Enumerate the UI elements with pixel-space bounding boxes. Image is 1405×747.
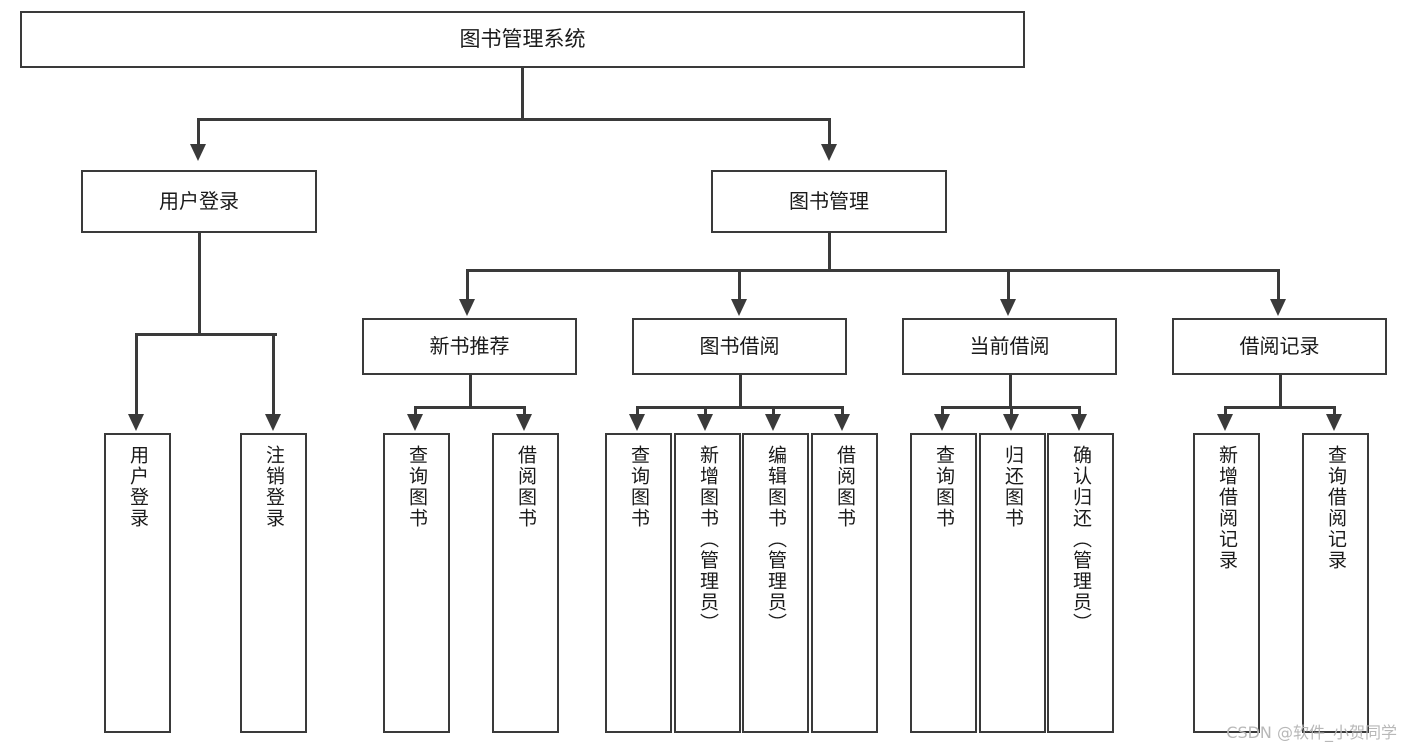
connector-drop-leaf-book-borrow-3 [772,406,775,417]
node-label: 图书管理 [789,189,869,213]
connector-borrow-record-bar [1224,406,1335,409]
connector-drop-leaf-current-borrow-1 [941,406,944,417]
node-label: 图书管理系统 [459,27,586,52]
node-book-management[interactable]: 图书管理 [711,170,947,233]
node-leaf-confirm-return-admin[interactable]: 确认归还（管理员） [1047,433,1114,733]
node-leaf-logout[interactable]: 注销登录 [240,433,307,733]
arrow-leaf-user-login-1 [128,414,144,431]
arrow-book-borrow [731,299,747,316]
node-label: 确认归还（管理员） [1070,445,1092,634]
node-label: 新增图书（管理员） [697,445,719,634]
node-label: 用户登录 [159,189,239,213]
node-new-book-recommend[interactable]: 新书推荐 [362,318,577,375]
node-leaf-search-borrow-record[interactable]: 查询借阅记录 [1302,433,1369,733]
node-label: 归还图书 [1002,445,1024,529]
node-label: 编辑图书（管理员） [765,445,787,634]
node-label: 新书推荐 [429,334,510,358]
node-label: 借阅图书 [834,445,856,529]
connector-book-manage-stem [828,233,831,271]
node-leaf-search-book[interactable]: 查询图书 [605,433,672,733]
node-label: 查询图书 [628,445,650,529]
node-root-system[interactable]: 图书管理系统 [20,11,1025,68]
arrow-leaf-current-borrow-2 [1003,414,1019,431]
arrow-leaf-book-borrow-1 [629,414,645,431]
connector-level3-bar [466,269,1279,272]
arrow-leaf-book-borrow-3 [765,414,781,431]
node-book-borrow[interactable]: 图书借阅 [632,318,847,375]
connector-current-borrow-stem [1009,375,1012,408]
arrow-leaf-borrow-record-1 [1217,414,1233,431]
connector-drop-leaf-book-borrow-4 [841,406,844,417]
connector-drop-leaf-user-login-2 [272,333,275,414]
arrow-borrow-record [1270,299,1286,316]
node-label: 新增借阅记录 [1216,445,1238,571]
connector-root-stem [521,68,524,120]
node-borrow-record[interactable]: 借阅记录 [1172,318,1387,375]
connector-drop-leaf-borrow-record-2 [1333,406,1336,417]
connector-drop-leaf-borrow-record-1 [1224,406,1227,417]
arrow-user-login [190,144,206,161]
node-leaf-search-book-current[interactable]: 查询图书 [910,433,977,733]
connector-drop-leaf-current-borrow-2 [1010,406,1013,417]
connector-drop-leaf-new-book-2 [523,406,526,417]
node-label: 注销登录 [263,445,285,529]
connector-drop-book-borrow [738,269,741,299]
connector-level2-bar [197,118,831,121]
connector-drop-leaf-current-borrow-3 [1078,406,1081,417]
connector-drop-leaf-book-borrow-2 [704,406,707,417]
node-label: 借阅图书 [515,445,537,529]
node-label: 用户登录 [127,445,149,529]
connector-drop-new-book [466,269,469,299]
connector-new-book-stem [469,375,472,408]
connector-drop-current-borrow [1007,269,1010,299]
csdn-watermark: CSDN @软件_小贺同学 [1226,723,1397,742]
connector-drop-leaf-book-borrow-1 [636,406,639,417]
node-leaf-search-book-recommend[interactable]: 查询图书 [383,433,450,733]
node-leaf-user-login[interactable]: 用户登录 [104,433,171,733]
connector-drop-user-login [197,118,200,144]
node-label: 当前借阅 [969,334,1050,358]
arrow-leaf-book-borrow-4 [834,414,850,431]
connector-drop-leaf-user-login-1 [135,333,138,414]
node-label: 借阅记录 [1239,334,1320,358]
connector-new-book-bar [414,406,525,409]
node-label: 图书借阅 [699,334,780,358]
node-leaf-add-book-admin[interactable]: 新增图书（管理员） [674,433,741,733]
node-leaf-borrow-book-recommend[interactable]: 借阅图书 [492,433,559,733]
connector-drop-borrow-record [1277,269,1280,299]
node-leaf-edit-book-admin[interactable]: 编辑图书（管理员） [742,433,809,733]
arrow-leaf-new-book-2 [516,414,532,431]
connector-borrow-record-stem [1279,375,1282,408]
arrow-new-book [459,299,475,316]
connector-drop-book-manage [828,118,831,144]
node-leaf-borrow-book[interactable]: 借阅图书 [811,433,878,733]
arrow-leaf-borrow-record-2 [1326,414,1342,431]
node-label: 查询图书 [933,445,955,529]
node-label: 查询借阅记录 [1325,445,1347,571]
node-user-login[interactable]: 用户登录 [81,170,317,233]
connector-book-borrow-bar [636,406,843,409]
connector-user-login-stem [198,233,201,335]
connector-user-login-bar [135,333,277,336]
node-leaf-return-book[interactable]: 归还图书 [979,433,1046,733]
node-leaf-add-borrow-record[interactable]: 新增借阅记录 [1193,433,1260,733]
node-current-borrow[interactable]: 当前借阅 [902,318,1117,375]
arrow-leaf-current-borrow-1 [934,414,950,431]
arrow-leaf-book-borrow-2 [697,414,713,431]
node-label: 查询图书 [406,445,428,529]
arrow-leaf-current-borrow-3 [1071,414,1087,431]
arrow-leaf-new-book-1 [407,414,423,431]
connector-drop-leaf-new-book-1 [414,406,417,417]
connector-book-borrow-stem [739,375,742,408]
arrow-book-manage [821,144,837,161]
arrow-current-borrow [1000,299,1016,316]
arrow-leaf-user-login-2 [265,414,281,431]
